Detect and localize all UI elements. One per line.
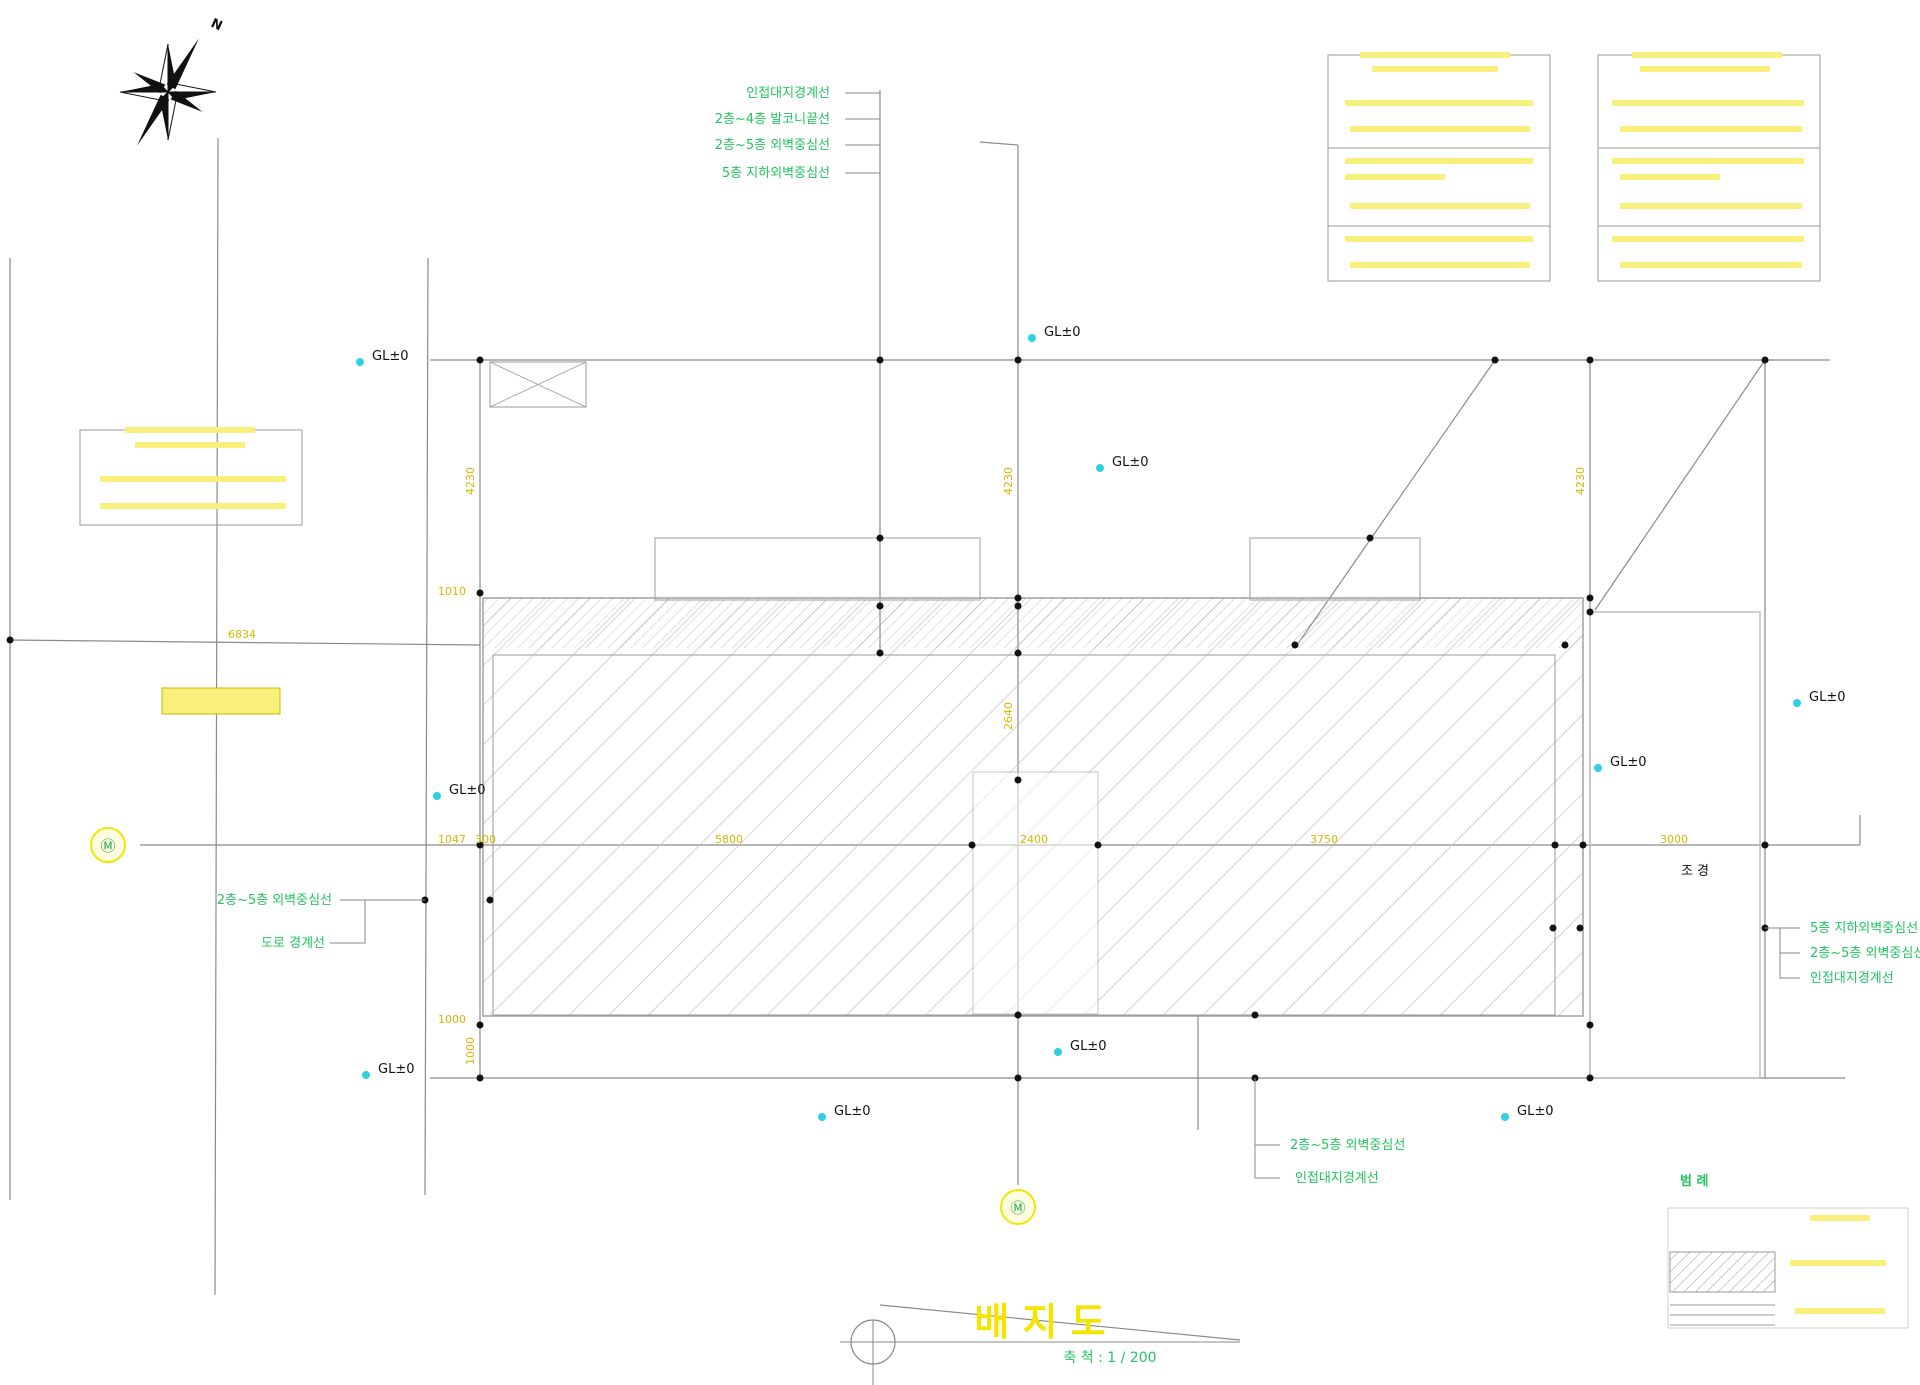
- svg-text:2층~5층 외벽중심선: 2층~5층 외벽중심선: [715, 138, 830, 153]
- dimension-points: [6, 356, 1769, 1082]
- gl-marker: GL±0: [362, 1062, 414, 1079]
- svg-text:2층~5층 외벽중심선: 2층~5층 외벽중심선: [1290, 1138, 1405, 1153]
- svg-text:5800: 5800: [715, 833, 743, 846]
- svg-text:Ⓜ: Ⓜ: [100, 837, 115, 855]
- info-box-top-a: [1327, 52, 1551, 282]
- title-block: 배 지 도 축 척 : 1 / 200: [840, 1300, 1240, 1385]
- svg-text:4230: 4230: [1002, 467, 1015, 495]
- svg-text:1047: 1047: [438, 833, 466, 846]
- svg-text:GL±0: GL±0: [1517, 1104, 1553, 1119]
- svg-text:GL±0: GL±0: [834, 1104, 870, 1119]
- svg-text:3000: 3000: [1660, 833, 1688, 846]
- gl-marker: GL±0: [1793, 690, 1845, 707]
- building-footprint: [482, 597, 1584, 1017]
- dimension-labels: 1010 6834 1047 300 5800 2400 3750 3000 1…: [228, 467, 1688, 1065]
- callouts-top: 인접대지경계선 2층~4층 발코니끝선 2층~5층 외벽중심선 5층 지하외벽중…: [715, 86, 880, 181]
- svg-text:GL±0: GL±0: [1610, 755, 1646, 770]
- gl-marker: GL±0: [433, 783, 485, 800]
- svg-text:1010: 1010: [438, 585, 466, 598]
- svg-text:GL±0: GL±0: [378, 1062, 414, 1077]
- svg-text:4230: 4230: [464, 467, 477, 495]
- svg-text:GL±0: GL±0: [449, 783, 485, 798]
- svg-text:인접대지경계선: 인접대지경계선: [746, 86, 830, 101]
- svg-text:2640: 2640: [1002, 702, 1015, 730]
- info-box-top-b: [1597, 52, 1821, 282]
- svg-text:도로 경계선: 도로 경계선: [261, 936, 325, 951]
- landscape-label: 조 경: [1681, 864, 1709, 879]
- svg-text:1000: 1000: [464, 1037, 477, 1065]
- svg-text:GL±0: GL±0: [1044, 325, 1080, 340]
- site-lines: [7, 90, 1861, 1341]
- svg-text:1000: 1000: [438, 1013, 466, 1026]
- legend: 범 례: [1667, 1173, 1909, 1329]
- svg-text:2400: 2400: [1020, 833, 1048, 846]
- road-label-box: [161, 687, 281, 715]
- svg-text:5층 지하외벽중심선: 5층 지하외벽중심선: [722, 166, 830, 181]
- north-arrow-icon: [119, 38, 217, 146]
- svg-text:300: 300: [475, 833, 496, 846]
- svg-text:GL±0: GL±0: [1809, 690, 1845, 705]
- info-box-left: [79, 427, 303, 526]
- north-label: N: [208, 16, 224, 34]
- gl-marker: GL±0: [1054, 1039, 1106, 1056]
- scale-text: 축 척 : 1 / 200: [1063, 1350, 1156, 1366]
- gl-markers: GL±0 GL±0 GL±0 GL±0 GL±0 GL±0 GL±0 GL±0 …: [356, 325, 1845, 1121]
- gl-marker: GL±0: [1594, 755, 1646, 772]
- callouts-right: 5층 지하외벽중심선 2층~5층 외벽중심선 인접대지경계선: [1765, 921, 1920, 986]
- svg-text:범 례: 범 례: [1680, 1173, 1708, 1189]
- callouts-left: 2층~5층 외벽중심선 도로 경계선: [217, 893, 425, 951]
- svg-text:GL±0: GL±0: [1070, 1039, 1106, 1054]
- svg-text:3750: 3750: [1310, 833, 1338, 846]
- gl-marker: GL±0: [1028, 325, 1080, 342]
- gl-marker: GL±0: [1501, 1104, 1553, 1121]
- gl-marker: GL±0: [1096, 455, 1148, 472]
- callouts-bottom: 2층~5층 외벽중심선 인접대지경계선: [1254, 1078, 1405, 1186]
- svg-text:GL±0: GL±0: [1112, 455, 1148, 470]
- svg-text:6834: 6834: [228, 628, 256, 641]
- svg-text:2층~4층 발코니끝선: 2층~4층 발코니끝선: [715, 112, 830, 127]
- svg-text:5층 지하외벽중심선: 5층 지하외벽중심선: [1810, 921, 1918, 936]
- page-title: 배 지 도: [974, 1300, 1105, 1344]
- svg-text:GL±0: GL±0: [372, 349, 408, 364]
- svg-text:인접대지경계선: 인접대지경계선: [1810, 971, 1894, 986]
- svg-text:4230: 4230: [1574, 467, 1587, 495]
- axis-mark-west: Ⓜ: [90, 827, 126, 863]
- corner-box: [489, 361, 587, 408]
- svg-text:2층~5층 외벽중심선: 2층~5층 외벽중심선: [1810, 946, 1920, 961]
- axis-mark-south: Ⓜ: [1000, 1189, 1036, 1225]
- svg-text:인접대지경계선: 인접대지경계선: [1295, 1171, 1379, 1186]
- svg-text:Ⓜ: Ⓜ: [1010, 1199, 1025, 1217]
- svg-text:2층~5층 외벽중심선: 2층~5층 외벽중심선: [217, 893, 332, 908]
- gl-marker: GL±0: [818, 1104, 870, 1121]
- gl-marker: GL±0: [356, 349, 408, 366]
